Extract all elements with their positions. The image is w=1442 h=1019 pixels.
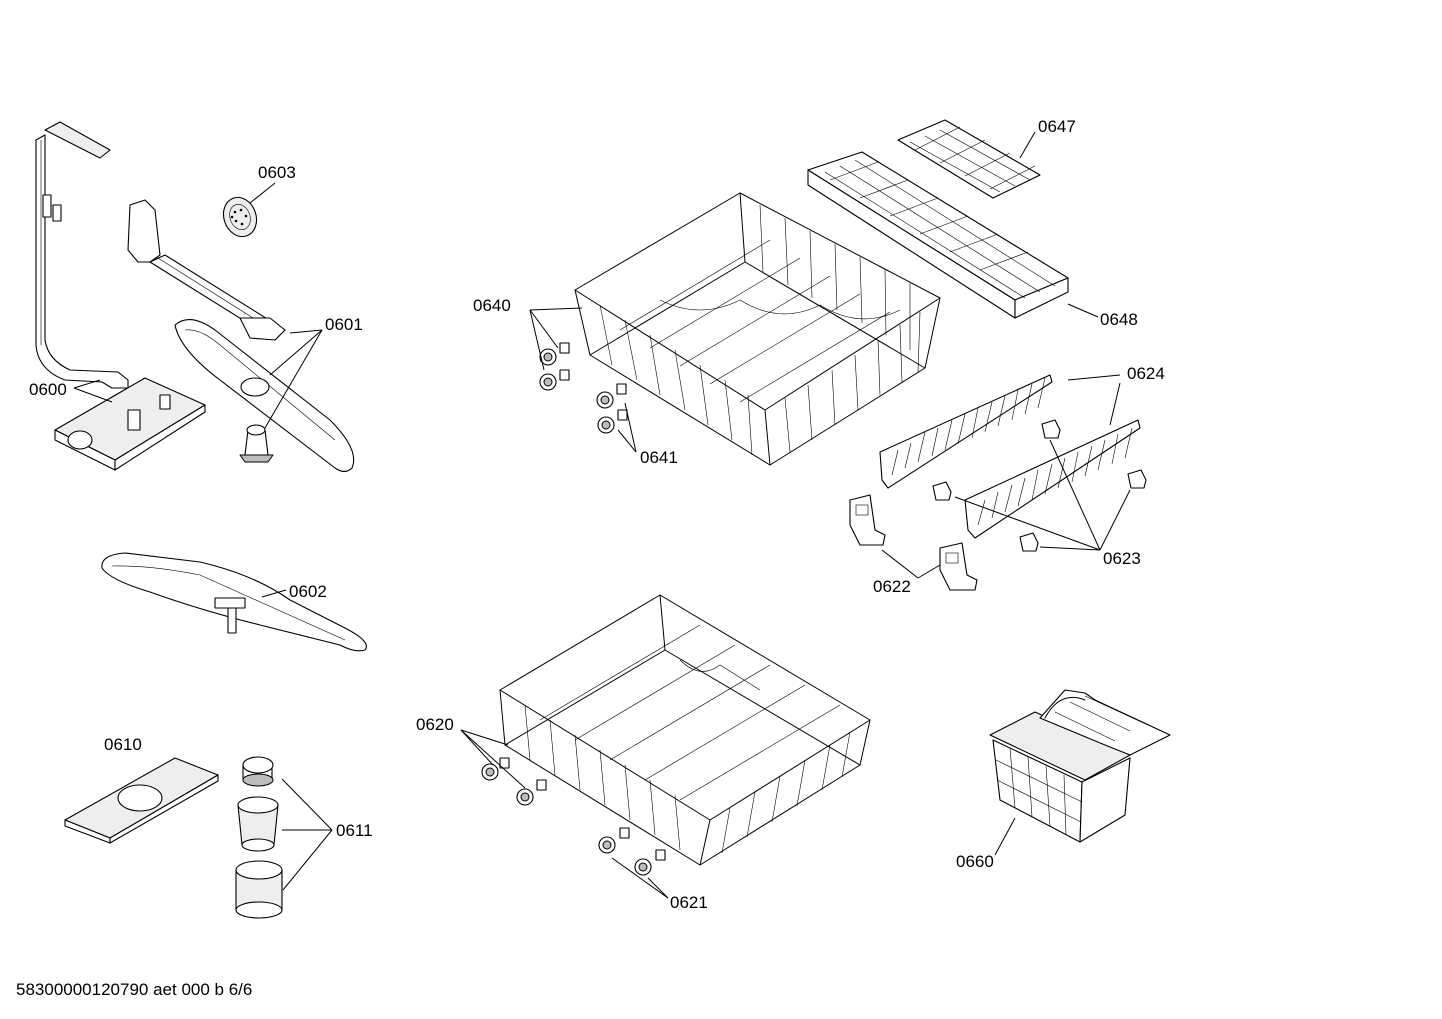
part-0611-filter-top <box>242 756 274 787</box>
part-0622-holder-b <box>939 542 978 591</box>
label-0623: 0623 <box>1103 549 1141 568</box>
part-0602-spray-arm <box>101 552 367 652</box>
label-0621: 0621 <box>670 893 708 912</box>
part-0600-supply-pipe <box>35 121 129 389</box>
part-0648-cutlery-tray <box>807 151 1069 319</box>
part-0600-sump-cover <box>54 377 206 471</box>
label-0620: 0620 <box>416 715 454 734</box>
part-0622-holder-a <box>849 494 886 546</box>
part-0623-clip-b <box>932 481 952 501</box>
document-code: 58300000120790 aet 000 b 6/6 <box>16 980 253 999</box>
label-0647: 0647 <box>1038 117 1076 136</box>
part-0623-clip-d <box>1019 532 1039 552</box>
label-0602: 0602 <box>289 582 327 601</box>
part-0623-clip-c <box>1127 469 1147 489</box>
part-0601-lower-spray-arm <box>174 319 355 473</box>
label-0624: 0624 <box>1127 364 1165 383</box>
label-0622: 0622 <box>873 577 911 596</box>
part-0660-cutlery-basket <box>989 689 1171 843</box>
part-0624-tine-rack-lower <box>964 419 1141 539</box>
label-0611: 0611 <box>336 821 373 840</box>
part-0647-grid-insert <box>897 119 1041 199</box>
part-lower-basket <box>481 594 871 876</box>
part-0601-upper-spray-arm <box>127 199 286 341</box>
part-0603-nozzle <box>222 196 258 238</box>
label-0601: 0601 <box>325 315 363 334</box>
part-upper-basket <box>539 192 941 466</box>
part-0611-filter-cylinder <box>235 860 283 919</box>
part-0601-arm-hub <box>239 424 274 463</box>
label-0648: 0648 <box>1100 310 1138 329</box>
part-0623-clip-a <box>1041 419 1061 439</box>
part-0610-flat-filter <box>64 757 219 844</box>
part-0611-filter-mid <box>237 796 279 852</box>
part-0624-tine-rack-upper <box>879 374 1053 489</box>
label-0641: 0641 <box>640 448 678 467</box>
leader-lines <box>73 131 1131 899</box>
label-0640: 0640 <box>473 296 511 315</box>
label-0603: 0603 <box>258 163 296 182</box>
label-0600: 0600 <box>29 380 67 399</box>
label-0610: 0610 <box>104 735 142 754</box>
label-0660: 0660 <box>956 852 994 871</box>
part-labels: 0600 0601 0603 0602 0610 0611 0640 0641 … <box>29 117 1165 912</box>
